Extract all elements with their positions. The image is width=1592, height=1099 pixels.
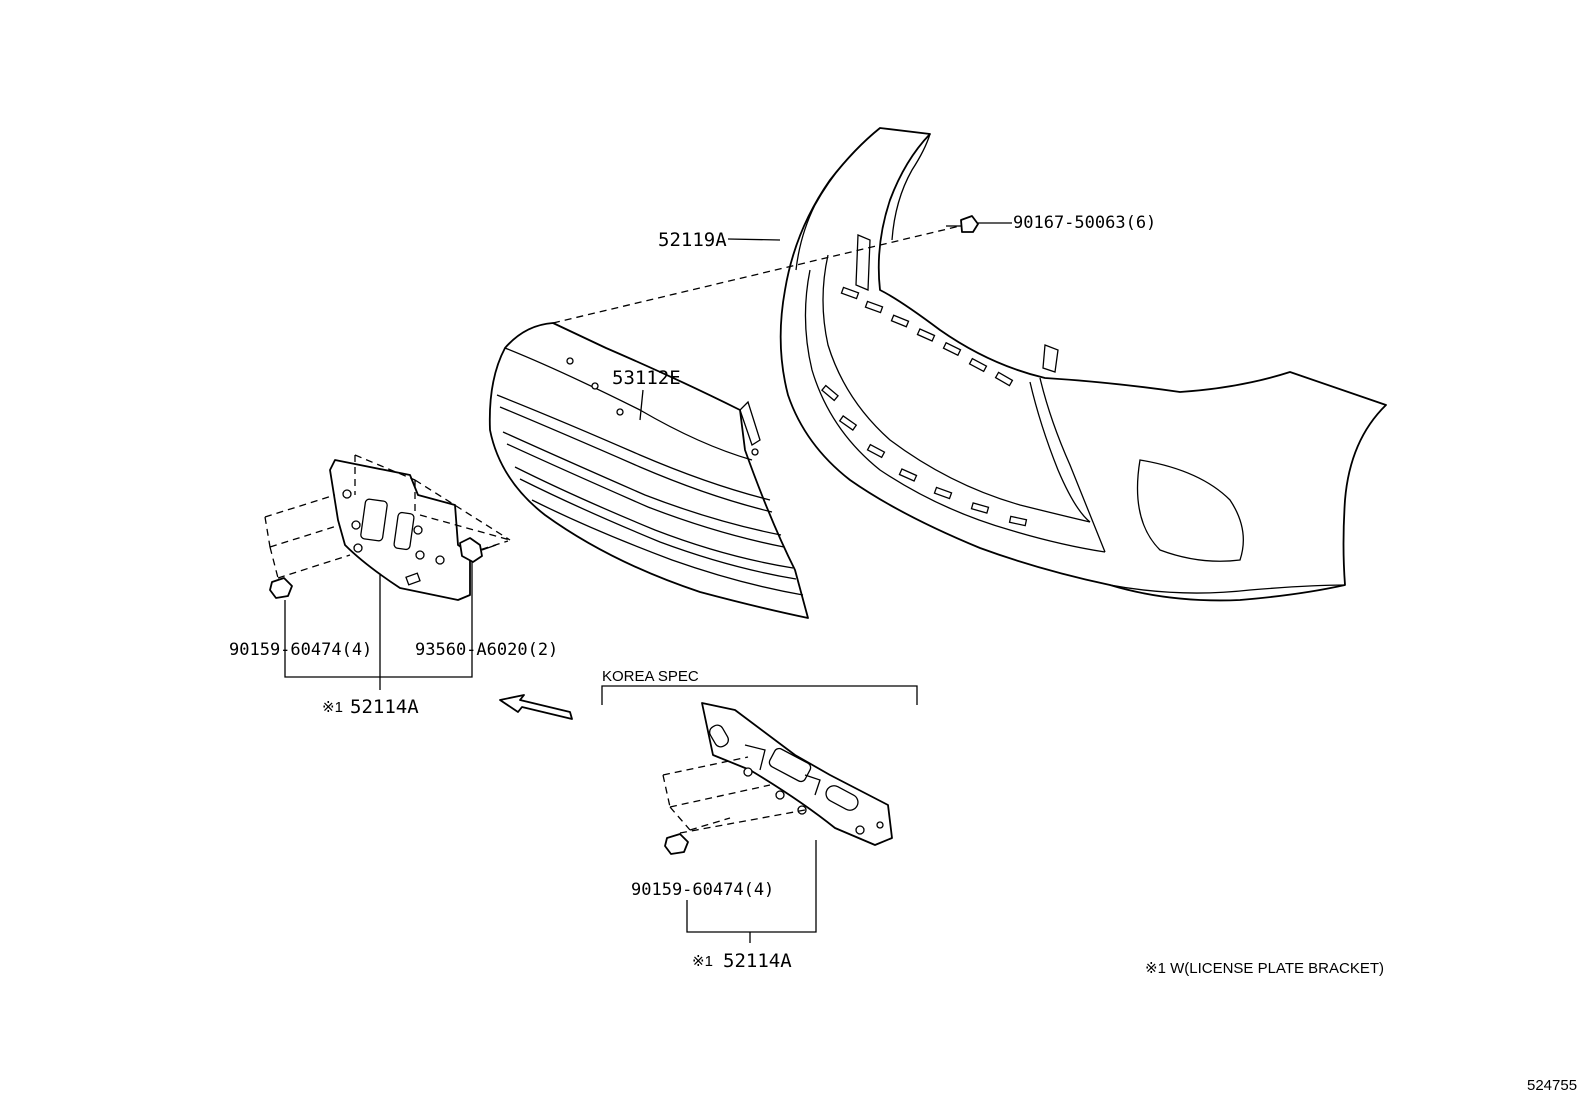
label-bracket-upper: 52114A <box>350 696 419 718</box>
diagram-id: 524755 <box>1527 1077 1577 1094</box>
label-clip-screw: 90167-50063(6) <box>1013 213 1156 233</box>
footnote: ※1 W(LICENSE PLATE BRACKET) <box>1145 960 1384 977</box>
label-bolt-upper: 90159-60474(4) <box>229 640 372 660</box>
license-plate-bracket-upper[interactable] <box>329 459 471 601</box>
direction-arrow <box>499 694 573 720</box>
clip-screw[interactable] <box>946 215 979 233</box>
bumper-cover[interactable] <box>779 127 1387 602</box>
label-nut: 93560-A6020(2) <box>415 640 558 660</box>
radiator-grille[interactable] <box>488 322 809 619</box>
license-plate-bracket-lower[interactable] <box>701 702 893 846</box>
bolt-lower[interactable] <box>664 833 689 855</box>
label-bolt-lower: 90159-60474(4) <box>631 880 774 900</box>
label-bracket-lower: 52114A <box>723 950 792 972</box>
label-korea-spec: KOREA SPEC <box>602 668 699 685</box>
nut[interactable] <box>459 537 497 563</box>
label-bracket-upper-mark: ※1 <box>322 699 343 716</box>
label-bracket-lower-mark: ※1 <box>692 953 713 970</box>
label-grille: 53112E <box>612 367 681 389</box>
label-bumper-cover: 52119A <box>658 229 727 251</box>
bolt-upper[interactable] <box>269 577 293 599</box>
